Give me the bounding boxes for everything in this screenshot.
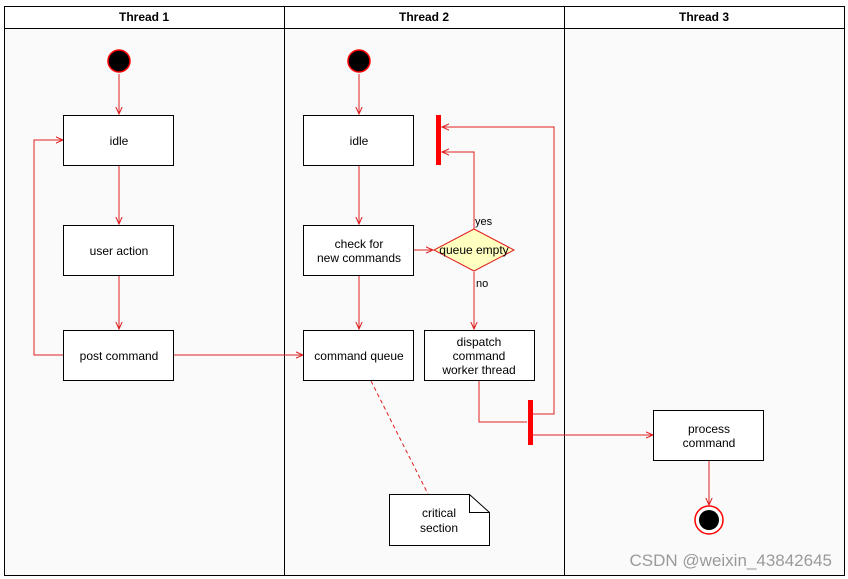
lane-title-thread-2: Thread 2: [399, 10, 449, 24]
t1-idle-action: idle: [63, 115, 174, 166]
t3-final-node: [694, 505, 724, 535]
edge-decision-yes-bar: [442, 152, 475, 229]
t3-process-label-line1: process: [688, 422, 730, 436]
lane-thread-2: [284, 6, 565, 576]
t2-dispatch-action: dispatch command worker thread: [424, 330, 535, 381]
lane-thread-1: [4, 6, 285, 576]
lane-header-thread-3: [564, 6, 845, 29]
t2-dispatch-label-line3: worker thread: [441, 363, 515, 377]
lane-thread-3: [564, 6, 845, 576]
sync-bar-fork: [528, 400, 533, 445]
queue-empty-label: queue empty: [439, 243, 508, 257]
t2-check-label-line2: new commands: [317, 251, 401, 265]
critical-section-note: critical section: [389, 494, 490, 546]
t2-check-label-line1: check for: [335, 237, 384, 251]
sync-bar-t2-idle: [436, 115, 441, 165]
t2-command-queue-action: command queue: [303, 330, 414, 381]
t1-initial-node: [107, 49, 131, 73]
t2-dispatch-label-line2: command: [453, 349, 506, 363]
t2-initial-node: [347, 49, 371, 73]
t2-check-commands-action: check for new commands: [303, 225, 414, 276]
t1-idle-label: idle: [110, 134, 129, 148]
note-line1: critical: [422, 506, 456, 520]
watermark-text: CSDN @weixin_43842645: [630, 551, 832, 570]
lane-title-thread-1: Thread 1: [119, 10, 169, 24]
guard-no: no: [476, 278, 488, 290]
edge-fork-loop-bar: [442, 127, 555, 415]
t3-process-command-action: process command: [653, 410, 764, 461]
flow-edges: [33, 74, 709, 505]
note-connector: [370, 380, 429, 495]
t2-idle-action: idle: [303, 115, 414, 166]
t1-post-command-action: post command: [63, 330, 174, 381]
queue-empty-decision: queue empty: [432, 228, 516, 272]
t1-post-command-label: post command: [80, 349, 159, 363]
guard-yes: yes: [475, 216, 493, 228]
t2-command-queue-label: command queue: [314, 349, 404, 363]
note-line2: section: [420, 521, 458, 535]
swimlanes: Thread 1 Thread 2 Thread 3: [4, 6, 845, 576]
edge-t1-post-loop-idle: [33, 140, 63, 356]
t1-user-action-label: user action: [90, 244, 149, 258]
edge-dispatch-fork: [478, 381, 527, 423]
t3-process-label-line2: command: [683, 436, 736, 450]
t2-dispatch-label-line1: dispatch: [457, 335, 502, 349]
t2-idle-label: idle: [350, 134, 369, 148]
t1-user-action: user action: [63, 225, 174, 276]
lane-title-thread-3: Thread 3: [679, 10, 729, 24]
